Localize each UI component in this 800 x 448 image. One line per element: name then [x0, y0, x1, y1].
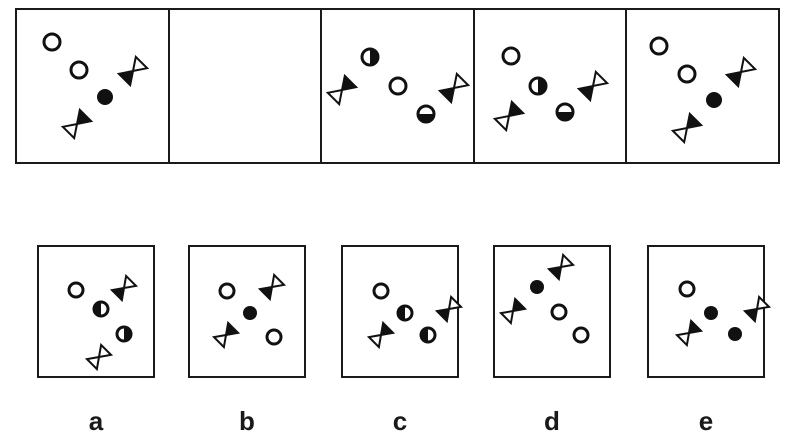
option-c-label: c	[392, 406, 408, 436]
option-d-box[interactable]	[493, 245, 611, 378]
panel-5-figure	[649, 36, 758, 145]
option-a-box[interactable]	[37, 245, 155, 378]
sequence-panel-5	[627, 10, 778, 162]
option-e-box[interactable]	[647, 245, 772, 378]
sequence-panel-4	[475, 10, 628, 162]
sequence-strip	[15, 8, 780, 164]
option-c-box[interactable]	[341, 245, 464, 378]
option-b-figure	[211, 272, 287, 350]
panel-1-figure	[42, 32, 150, 141]
option-b-label: b	[239, 406, 255, 436]
sequence-panel-3	[322, 10, 475, 162]
option-a-label: a	[88, 406, 104, 436]
panel-4-figure	[492, 46, 609, 133]
option-d-label: d	[544, 406, 560, 436]
option-b-box[interactable]	[188, 245, 306, 378]
option-d-figure	[498, 252, 590, 344]
sequence-panel-2-blank	[170, 10, 323, 162]
option-c-figure	[366, 282, 464, 350]
option-a-figure	[67, 273, 139, 372]
panel-3-figure	[326, 47, 471, 124]
option-e-label: e	[698, 406, 714, 436]
option-e-figure	[674, 280, 772, 348]
sequence-panel-1	[17, 10, 170, 162]
